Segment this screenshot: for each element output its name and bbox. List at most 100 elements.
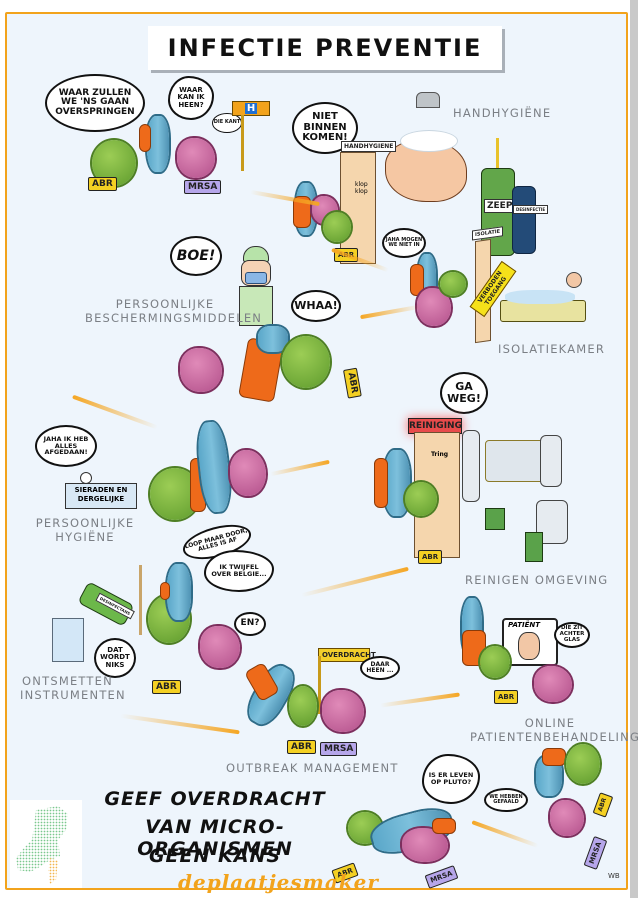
- orange-backpack: [432, 818, 456, 834]
- mrsa-tag: MRSA: [320, 742, 358, 756]
- green-microbe-character: [566, 744, 600, 784]
- thought-text: WAAR KAN IK HEEN?: [177, 85, 205, 109]
- patient-face: [518, 632, 540, 660]
- hospital-direction-sign: H: [232, 101, 270, 116]
- orange-backpack: [139, 124, 151, 152]
- faucet-icon: [416, 92, 440, 108]
- blue-microbe-character: [167, 564, 191, 620]
- door-sign: HANDHYGIENE: [341, 141, 397, 152]
- speech-text: GA WEG!: [447, 380, 481, 405]
- abr-tag: ABR: [152, 680, 181, 694]
- footer-slogan-line1: GEEF OVERDRACHT: [104, 788, 326, 810]
- mrsa-tag: MRSA: [184, 180, 222, 194]
- speech-bubble-mogen-we-niet-in: JAHA MOGEN WE NIET IN: [382, 228, 426, 258]
- label-line: PERSOONLIJKE: [115, 297, 215, 311]
- jewelry-tray-label: SIERADEN EN DERGELIJKE: [74, 486, 128, 503]
- bucket-icon: [485, 508, 505, 530]
- speech-bubble-die-kant: DIE KANT: [212, 113, 242, 133]
- thought-text: IS ER LEVEN OP PLUTO?: [428, 771, 474, 786]
- label-line: HYGIËNE: [55, 530, 115, 544]
- speech-bubble-boe: BOE!: [170, 236, 222, 276]
- speech-bubble-niet-binnen-komen: NIET BINNEN KOMEN!: [292, 102, 358, 154]
- section-label-online-patientenbehandeling: ONLINE PATIENTENBEHANDELING: [470, 716, 638, 744]
- label-line: PERSOONLIJKE: [35, 516, 135, 530]
- label-line: ONTSMETTEN: [22, 674, 113, 688]
- thought-bubble-leven-op-pluto: IS ER LEVEN OP PLUTO?: [422, 754, 480, 804]
- page-edge-shadow: [630, 0, 638, 898]
- speech-text: NIET BINNEN KOMEN!: [302, 111, 348, 144]
- abr-tag: ABR: [88, 177, 117, 191]
- speech-text: EN?: [240, 618, 260, 629]
- speech-text: BOE!: [176, 247, 216, 264]
- pink-microbe-character: [200, 626, 240, 668]
- orange-backpack: [374, 458, 388, 508]
- label-line: BESCHERMINGSMIDDELEN: [85, 311, 263, 325]
- green-microbe-character: [480, 646, 510, 678]
- hospital-icon: H: [244, 103, 258, 114]
- green-microbe-character: [323, 212, 351, 242]
- pink-microbe-character: [534, 666, 572, 702]
- sign-post: [318, 656, 321, 714]
- watch-icon: [80, 472, 92, 484]
- pink-microbe-character: [177, 138, 215, 178]
- orange-backpack: [160, 582, 170, 600]
- knock-text: klop klop: [355, 181, 368, 195]
- green-microbe-character: [282, 336, 330, 388]
- screen-label: PATIËNT: [508, 621, 541, 629]
- green-microbe-character: [289, 686, 317, 726]
- pink-microbe-character: [550, 800, 584, 836]
- jewelry-tray: SIERADEN EN DERGELIJKE: [65, 483, 137, 509]
- speech-bubble-achter-glas: DIE ZIT ACHTER GLAS: [554, 622, 590, 648]
- label-line: PATIENTENBEHANDELING: [470, 730, 638, 744]
- border-pole: [139, 565, 142, 635]
- map-dots-icon: [16, 806, 68, 884]
- orange-backpack: [542, 748, 566, 766]
- speech-text: WE HEBBEN GEFAALD: [489, 793, 523, 805]
- cleaner-worker: [540, 435, 562, 487]
- speech-text: JAHA MOGEN WE NIET IN: [385, 236, 423, 248]
- speech-bubble-en: EN?: [234, 612, 266, 636]
- pink-microbe-character: [417, 288, 451, 326]
- abr-tag: ABR: [494, 690, 519, 704]
- overdracht-sign: OVERDRACHT: [318, 648, 376, 662]
- poster-title: INFECTIE PREVENTIE: [167, 34, 483, 62]
- netherlands-map-logo: [10, 800, 82, 888]
- soap-pump: [496, 138, 499, 168]
- cleaner-worker: [462, 430, 480, 502]
- orange-backpack: [410, 264, 424, 296]
- disinfectant-label: DESINFECTIE: [513, 205, 549, 214]
- sign-post: [241, 115, 244, 171]
- speech-bubble-whaa: WHAA!: [291, 290, 341, 322]
- section-label-pbm: PERSOONLIJKE BESCHERMINGSMIDDELEN: [85, 297, 263, 325]
- disinfectant-bottle: DESINFECTIE: [512, 186, 549, 254]
- instrument-beaker: [52, 618, 84, 662]
- brand-logo-text: deplaatjesmaker: [178, 870, 379, 894]
- speech-bubble-we-hebben-gefaald: WE HEBBEN GEFAALD: [484, 788, 528, 812]
- thought-bubble-waar-kan-ik-heen: WAAR KAN IK HEEN?: [168, 76, 214, 120]
- pink-microbe-character: [180, 348, 222, 392]
- label-line: INSTRUMENTEN: [20, 688, 126, 702]
- speech-bubble-alles-afgedaan: JAHA IK HEB ALLES AFGEDAAN!: [35, 425, 97, 467]
- speech-text: DIE KANT: [213, 119, 241, 126]
- speech-text: WAAR ZULLEN WE 'NS GAAN OVERSPRINGEN: [55, 87, 135, 117]
- speech-text: DAAR HEEN ...: [366, 660, 394, 674]
- thought-text: IK TWIJFEL OVER BELGIE...: [211, 563, 267, 578]
- section-label-persoonlijke-hygiene: PERSOONLIJKE HYGIËNE: [30, 516, 140, 544]
- bucket-icon: [525, 532, 543, 562]
- monitor-screen: PATIËNT: [502, 618, 558, 666]
- thought-bubble-ik-twijfel: IK TWIJFEL OVER BELGIE...: [204, 550, 274, 592]
- footer-slogan-line2: VAN MICRO-ORGANISMEN: [137, 816, 293, 860]
- section-label-outbreak-management: OUTBREAK MANAGEMENT: [226, 761, 399, 775]
- speech-bubble-dat-wordt-niks: DAT WORDT NIKS: [94, 638, 136, 678]
- speech-text: JAHA IK HEB ALLES AFGEDAAN!: [43, 434, 89, 457]
- green-microbe-character: [405, 482, 437, 516]
- speech-bubble-ga-weg: GA WEG!: [440, 372, 488, 414]
- healthcare-worker-ppe: [235, 246, 277, 326]
- apron-icon: [239, 286, 273, 326]
- artist-signature: WB: [608, 872, 620, 880]
- speech-bubble-waar-zullen-we: WAAR ZULLEN WE 'NS GAAN OVERSPRINGEN: [45, 74, 145, 132]
- section-label-reinigen-omgeving: REINIGEN OMGEVING: [465, 573, 609, 587]
- speech-text: WHAA!: [294, 299, 338, 313]
- section-label-ontsmetten: ONTSMETTEN INSTRUMENTEN: [20, 674, 126, 702]
- patient: [566, 272, 582, 288]
